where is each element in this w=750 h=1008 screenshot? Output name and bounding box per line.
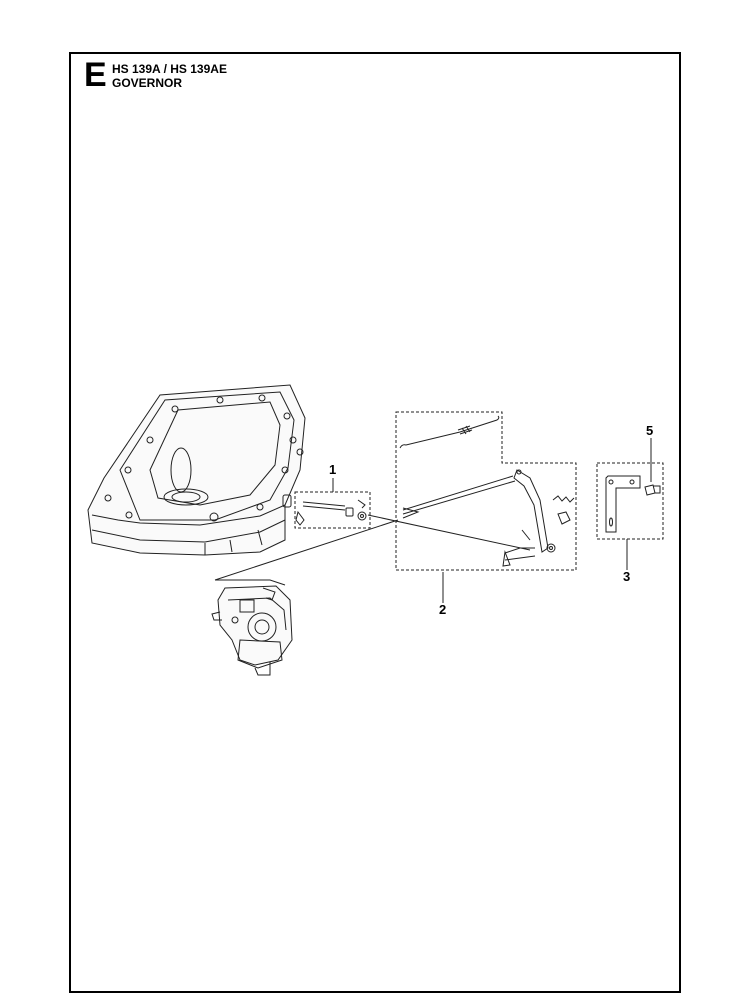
crankcase-housing-icon xyxy=(87,384,306,556)
callout-5: 5 xyxy=(646,423,654,438)
callout-2: 2 xyxy=(439,602,447,617)
title-block: HS 139A / HS 139AE GOVERNOR xyxy=(112,62,227,90)
callout-3: 3 xyxy=(623,569,631,584)
carburetor-icon xyxy=(211,585,293,676)
governor-lever-icon xyxy=(399,415,575,567)
page-frame xyxy=(69,52,681,993)
governor-shaft-parts xyxy=(295,499,367,526)
bracket-icon xyxy=(605,475,661,533)
section-title: GOVERNOR xyxy=(112,76,183,90)
section-letter: E xyxy=(84,56,107,94)
callout-1: 1 xyxy=(329,462,337,477)
model-line: HS 139A / HS 139AE xyxy=(112,62,227,76)
